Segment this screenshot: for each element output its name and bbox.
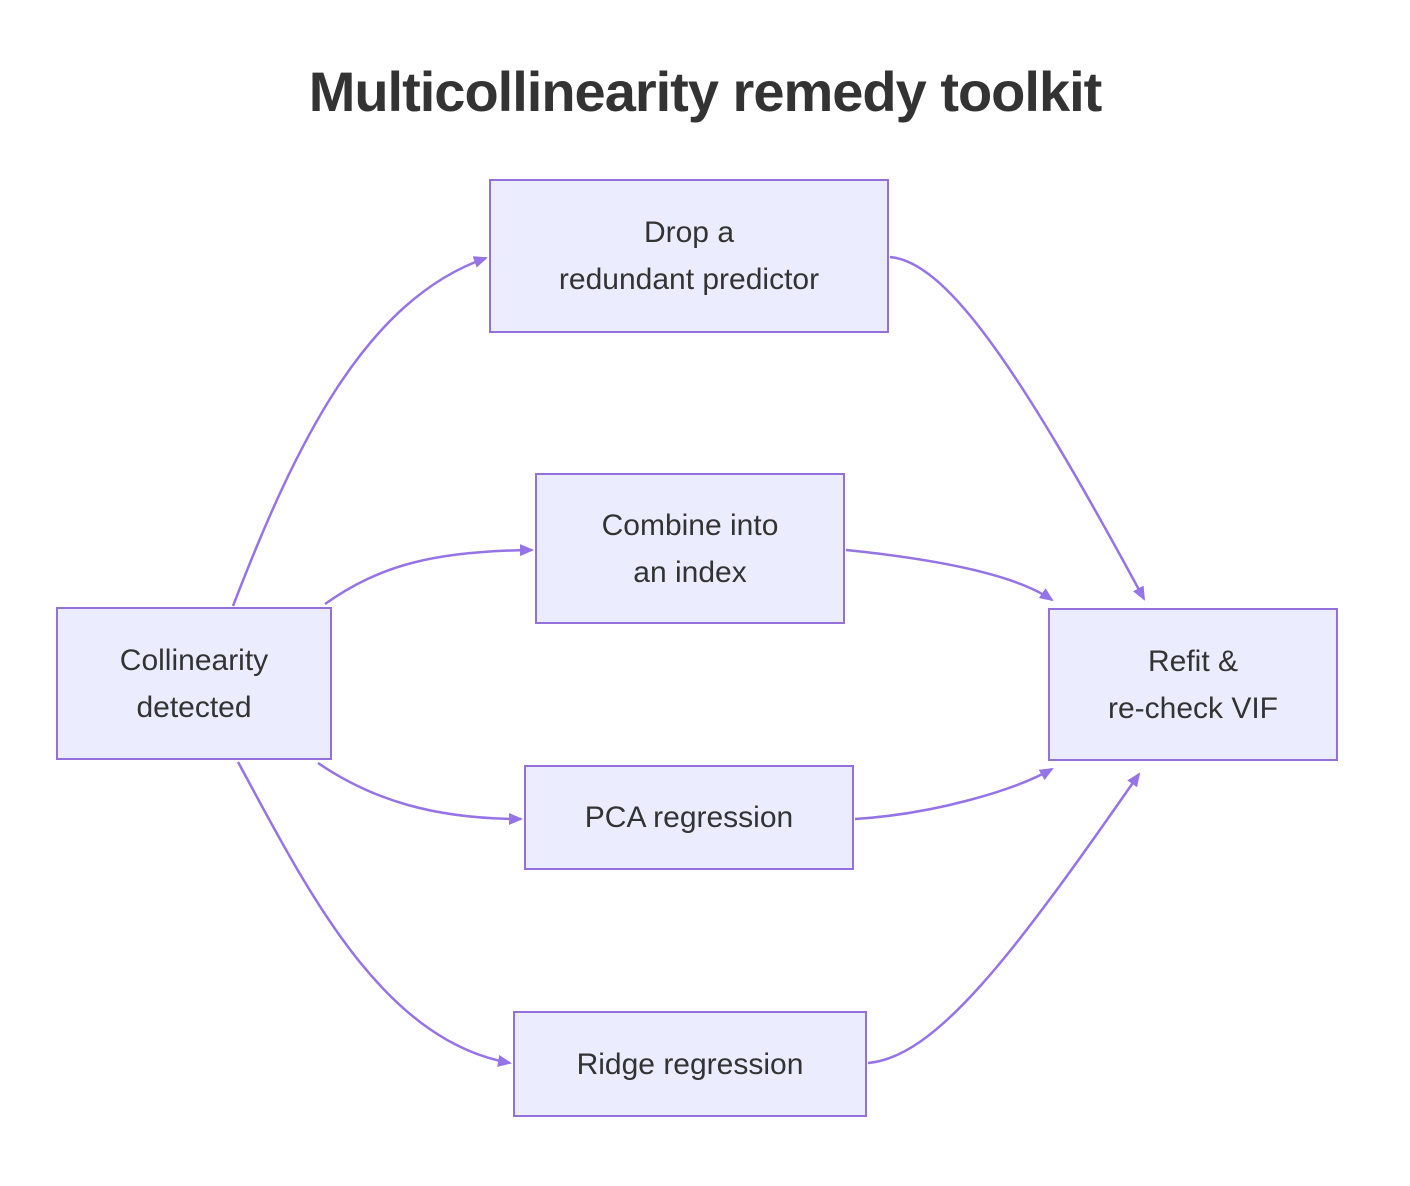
node-pca-regression: PCA regression — [524, 765, 854, 870]
edge-collinearity-to-drop — [231, 256, 488, 607]
node-label-line: Ridge regression — [576, 1047, 804, 1081]
edge-collinearity-to-ridge — [236, 761, 512, 1067]
node-label-line: PCA regression — [584, 801, 794, 834]
node-label-line: detected — [136, 690, 252, 724]
node-label-line: Collinearity — [119, 643, 269, 677]
node-label-line: an index — [633, 555, 747, 589]
edge-pca-to-refit — [854, 767, 1054, 821]
node-combine-into-index: Combine into an index — [535, 473, 845, 624]
node-drop-redundant-predictor: Drop a redundant predictor — [489, 179, 889, 333]
node-refit-recheck-vif: Refit & re-check VIF — [1048, 608, 1338, 761]
node-label-line: re-check VIF — [1107, 691, 1279, 725]
node-label-line: Drop a — [643, 216, 735, 249]
edge-collinearity-to-combine — [324, 544, 534, 606]
node-ridge-regression: Ridge regression — [513, 1011, 867, 1117]
node-collinearity-detected: Collinearity detected — [56, 607, 332, 760]
node-label-line: redundant predictor — [558, 263, 820, 296]
node-label-line: Refit & — [1147, 644, 1239, 678]
edge-collinearity-to-pca — [317, 761, 523, 825]
node-label-line: Combine into — [601, 508, 779, 542]
edge-ridge-to-refit — [867, 772, 1141, 1065]
diagram-title: Multicollinearity remedy toolkit — [308, 60, 1103, 123]
edge-combine-to-refit — [845, 548, 1054, 602]
edge-drop-to-refit — [889, 255, 1146, 601]
